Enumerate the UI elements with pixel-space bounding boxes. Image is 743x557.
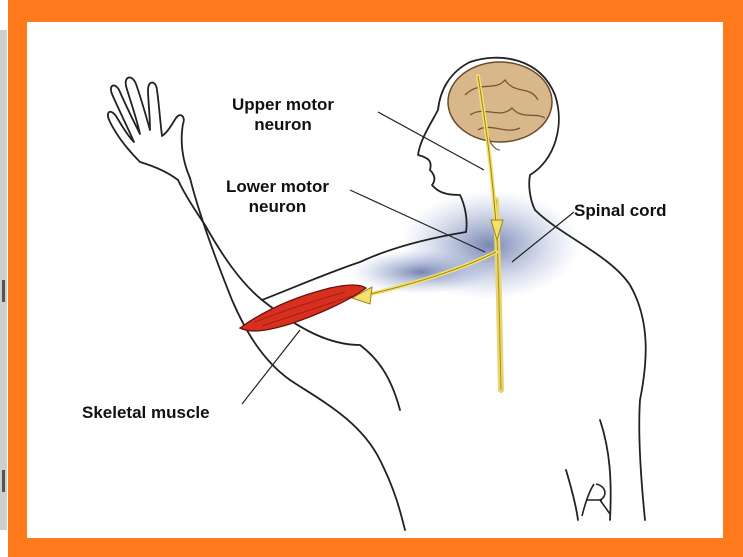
artist-signature — [582, 484, 610, 516]
label-lower-motor-neuron-line1: Lower motor — [226, 177, 329, 197]
brain — [448, 62, 552, 150]
label-lower-motor-neuron: Lower motor neuron — [226, 177, 329, 217]
label-skeletal-muscle: Skeletal muscle — [82, 403, 210, 423]
skeletal-muscle — [240, 285, 366, 331]
label-upper-motor-neuron: Upper motor neuron — [232, 95, 334, 135]
label-spinal-cord: Spinal cord — [574, 201, 667, 221]
label-upper-motor-neuron-line1: Upper motor — [232, 95, 334, 115]
label-lower-motor-neuron-line2: neuron — [226, 197, 329, 217]
label-upper-motor-neuron-line2: neuron — [232, 115, 334, 135]
